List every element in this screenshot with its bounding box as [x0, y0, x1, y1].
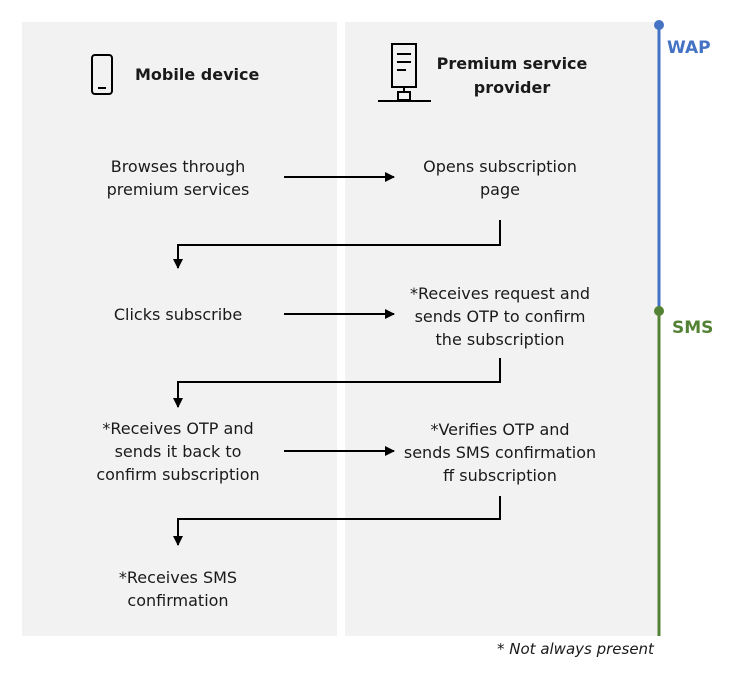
step-receives-otp: *Receives OTP and sends it back to confi…	[96, 419, 260, 484]
step-receives-request: *Receives request and sends OTP to confi…	[409, 284, 591, 349]
mobile-device-title: Mobile device	[135, 65, 260, 84]
mobile-phone-icon	[91, 54, 113, 95]
sms-timeline-dot	[654, 306, 664, 316]
arrow-verify-to-sms	[173, 496, 501, 546]
sms-label: SMS	[672, 318, 714, 338]
step-clicks-subscribe: Clicks subscribe	[113, 305, 243, 324]
mobile-device-lane	[22, 22, 337, 636]
service-provider-title: Premium service provider	[436, 54, 588, 97]
step-verifies-otp: *Verifies OTP and sends SMS confirmation…	[403, 420, 597, 485]
step-receives-sms: *Receives SMS confirmation	[118, 568, 238, 610]
arrow-request-to-otp	[173, 358, 501, 408]
server-icon	[378, 43, 431, 102]
footnote: * Not always present	[497, 640, 654, 658]
wap-timeline-dot	[654, 20, 664, 30]
wap-label: WAP	[667, 38, 711, 58]
step-browses-services: Browses through premium services	[106, 157, 250, 199]
service-provider-lane	[345, 22, 658, 636]
step-opens-subscription-page: Opens subscription page	[423, 157, 577, 199]
arrow-open-to-subscribe	[173, 220, 501, 269]
